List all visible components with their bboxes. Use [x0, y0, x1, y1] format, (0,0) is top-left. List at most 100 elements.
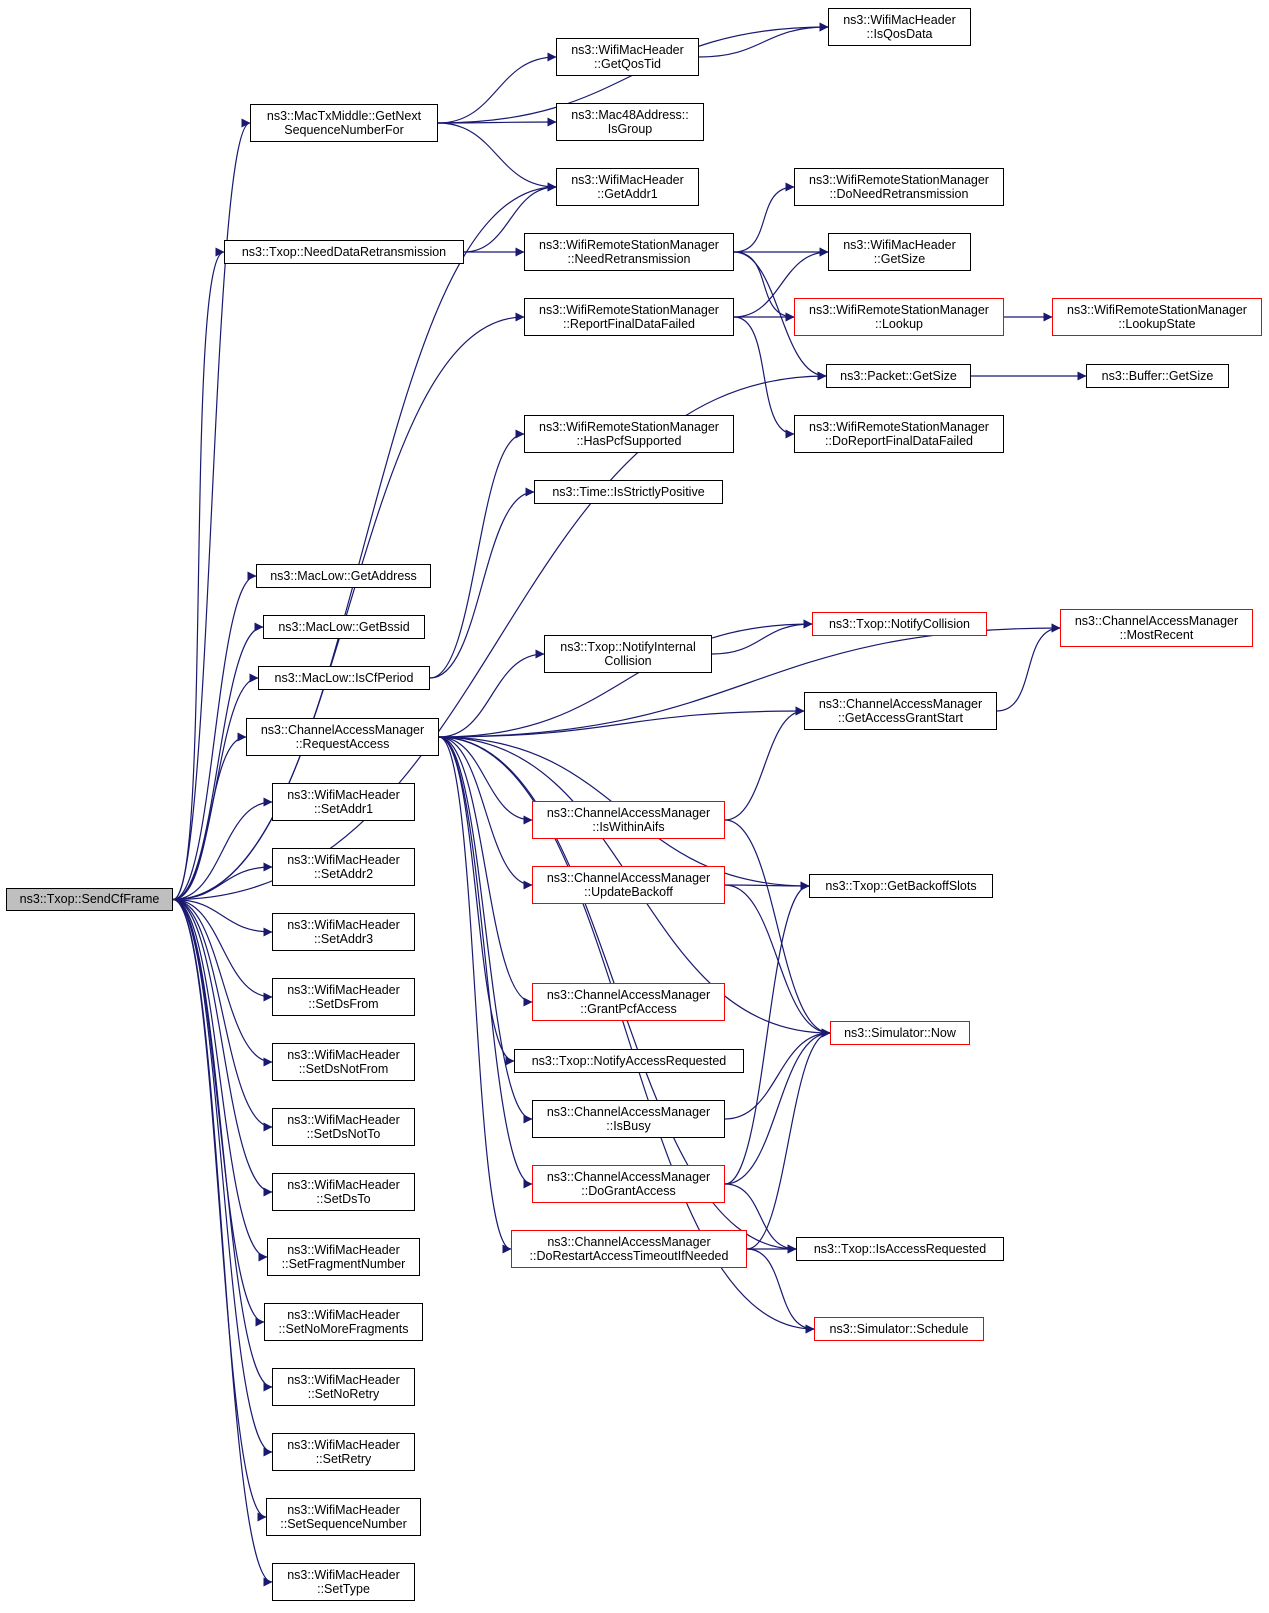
node-wifimacheader-setretry[interactable]: ns3::WifiMacHeader::SetRetry — [272, 1433, 415, 1471]
node-wifiremotestationmanager-lookupstate[interactable]: ns3::WifiRemoteStationManager::LookupSta… — [1052, 298, 1262, 336]
node-txop-isaccessrequested[interactable]: ns3::Txop::IsAccessRequested — [796, 1237, 1004, 1261]
edge-dogrant-to-getbackoff — [724, 881, 810, 1185]
node-channelaccessmanager-dograntaccess[interactable]: ns3::ChannelAccessManager::DoGrantAccess — [532, 1165, 725, 1203]
edge-reqaccess-to-getaccgs — [438, 706, 805, 738]
node-wifiremotestationmanager-reportfinaldatafailed[interactable]: ns3::WifiRemoteStationManager::ReportFin… — [524, 298, 734, 336]
edge-reqaccess-to-isbusy — [438, 736, 533, 1124]
node-wifimacheader-settype[interactable]: ns3::WifiMacHeader::SetType — [272, 1563, 415, 1601]
node-wifimacheader-getaddr1[interactable]: ns3::WifiMacHeader::GetAddr1 — [556, 168, 699, 206]
node-wifimacheader-setnoretry[interactable]: ns3::WifiMacHeader::SetNoRetry — [272, 1368, 415, 1406]
edge-root-to-setretry — [172, 898, 273, 1457]
edge-needdataretx-to-getaddr1 — [463, 182, 557, 253]
node-txop-notifyaccessrequested[interactable]: ns3::Txop::NotifyAccessRequested — [514, 1049, 744, 1073]
node-wifimacheader-setaddr1[interactable]: ns3::WifiMacHeader::SetAddr1 — [272, 783, 415, 821]
edge-needretx-to-pktgetsize — [733, 251, 827, 381]
node-maclow-getbssid[interactable]: ns3::MacLow::GetBssid — [263, 615, 425, 639]
edge-rfdf-to-hdrgetsize — [733, 247, 829, 318]
node-channelaccessmanager-isbusy[interactable]: ns3::ChannelAccessManager::IsBusy — [532, 1100, 725, 1138]
node-wifimacheader-setdsnotto[interactable]: ns3::WifiMacHeader::SetDsNotTo — [272, 1108, 415, 1146]
node-maclow-getaddress[interactable]: ns3::MacLow::GetAddress — [256, 564, 431, 588]
node-wifiremotestationmanager-doneedretransmission[interactable]: ns3::WifiRemoteStationManager::DoNeedRet… — [794, 168, 1004, 206]
node-wifimacheader-setfragmentnumber[interactable]: ns3::WifiMacHeader::SetFragmentNumber — [267, 1238, 420, 1276]
node-channelaccessmanager-grantpcfaccess[interactable]: ns3::ChannelAccessManager::GrantPcfAcces… — [532, 983, 725, 1021]
node-channelaccessmanager-requestaccess[interactable]: ns3::ChannelAccessManager::RequestAccess — [246, 718, 439, 756]
edge-gnsn-to-isgroup — [437, 117, 557, 127]
node-wifimacheader-setsequencenumber[interactable]: ns3::WifiMacHeader::SetSequenceNumber — [266, 1498, 421, 1536]
edge-root-to-setnoretry — [172, 898, 273, 1392]
edge-dogrant-to-isaccreq — [724, 1183, 797, 1254]
edge-dorestart-to-schedule — [746, 1248, 815, 1334]
node-wifimacheader-getsize[interactable]: ns3::WifiMacHeader::GetSize — [828, 233, 971, 271]
edge-reqaccess-to-dorestart — [438, 736, 512, 1254]
edge-reqaccess-to-dogrant — [438, 736, 533, 1189]
edge-root-to-setnomore — [172, 898, 265, 1327]
edge-gnsn-to-getaddr1 — [437, 122, 557, 192]
edge-root-to-setdsnotfrom — [172, 898, 273, 1067]
node-wifiremotestationmanager-lookup[interactable]: ns3::WifiRemoteStationManager::Lookup — [794, 298, 1004, 336]
edge-updbackoff-to-getbackoff — [724, 881, 810, 891]
node-wifimacheader-setdsto[interactable]: ns3::WifiMacHeader::SetDsTo — [272, 1173, 415, 1211]
edge-iscfperiod-to-strictpos — [429, 487, 535, 679]
edge-root-to-setdsfrom — [172, 898, 273, 1002]
edge-getaccgs-to-mostrecent — [996, 623, 1061, 712]
node-simulator-now[interactable]: ns3::Simulator::Now — [830, 1021, 970, 1045]
edge-dorestart-to-now — [746, 1028, 831, 1250]
node-wifiremotestationmanager-haspcfsupported[interactable]: ns3::WifiRemoteStationManager::HasPcfSup… — [524, 415, 734, 453]
node-wifimacheader-setnomorefragments[interactable]: ns3::WifiMacHeader::SetNoMoreFragments — [264, 1303, 423, 1341]
node-maclow-iscfperiod[interactable]: ns3::MacLow::IsCfPeriod — [258, 666, 430, 690]
edge-updbackoff-to-now — [724, 884, 831, 1038]
node-simulator-schedule[interactable]: ns3::Simulator::Schedule — [814, 1317, 984, 1341]
edge-reqaccess-to-iswithin — [438, 736, 533, 825]
node-channelaccessmanager-mostrecent[interactable]: ns3::ChannelAccessManager::MostRecent — [1060, 609, 1253, 647]
node-txop-getbackoffslots[interactable]: ns3::Txop::GetBackoffSlots — [809, 874, 993, 898]
node-txop-sendcfframe: ns3::Txop::SendCfFrame — [6, 888, 173, 911]
node-buffer-getsize[interactable]: ns3::Buffer::GetSize — [1086, 364, 1229, 388]
node-wifimacheader-getqostid[interactable]: ns3::WifiMacHeader::GetQosTid — [556, 38, 699, 76]
edge-iswithin-to-getaccgs — [724, 706, 805, 821]
edge-dogrant-to-now — [724, 1028, 831, 1185]
edge-root-to-setdsnotto — [172, 898, 273, 1132]
edge-iswithin-to-now — [724, 819, 831, 1038]
edge-getqostid-to-isqosdata — [698, 22, 829, 58]
node-channelaccessmanager-dorestartaccesstimeoutifneeded[interactable]: ns3::ChannelAccessManager::DoRestartAcce… — [511, 1230, 747, 1268]
node-wifimacheader-setdsnotfrom[interactable]: ns3::WifiMacHeader::SetDsNotFrom — [272, 1043, 415, 1081]
edge-reqaccess-to-updbackoff — [438, 736, 533, 890]
edge-gnsn-to-getqostid — [437, 52, 557, 124]
node-time-isstrictlypositive[interactable]: ns3::Time::IsStrictlyPositive — [534, 480, 723, 504]
edge-notifyint-to-notifycoll — [711, 619, 813, 655]
node-wifimacheader-setaddr3[interactable]: ns3::WifiMacHeader::SetAddr3 — [272, 913, 415, 951]
edge-reqaccess-to-notifyint — [438, 649, 545, 738]
edge-root-to-rfdf — [172, 312, 525, 901]
edge-root-to-getbssid — [172, 622, 264, 901]
node-mac48address-isgroup[interactable]: ns3::Mac48Address::IsGroup — [556, 103, 704, 141]
edge-isbusy-to-now — [724, 1028, 831, 1120]
node-wifiremotestationmanager-doreportfinaldatafailed[interactable]: ns3::WifiRemoteStationManager::DoReportF… — [794, 415, 1004, 453]
edge-root-to-setaddr1 — [172, 797, 273, 901]
node-wifimacheader-setdsfrom[interactable]: ns3::WifiMacHeader::SetDsFrom — [272, 978, 415, 1016]
node-txop-notifycollision[interactable]: ns3::Txop::NotifyCollision — [812, 612, 987, 636]
edge-needretx-to-doneedretx — [733, 182, 795, 253]
node-channelaccessmanager-iswithinaifs[interactable]: ns3::ChannelAccessManager::IsWithinAifs — [532, 801, 725, 839]
edge-root-to-settype — [172, 898, 273, 1587]
node-channelaccessmanager-updatebackoff[interactable]: ns3::ChannelAccessManager::UpdateBackoff — [532, 866, 725, 904]
node-wifimacheader-isqosdata[interactable]: ns3::WifiMacHeader::IsQosData — [828, 8, 971, 46]
edge-rfdf-to-dorfdf — [733, 316, 795, 439]
node-packet-getsize[interactable]: ns3::Packet::GetSize — [826, 364, 971, 388]
edge-reqaccess-to-notifycoll — [438, 619, 813, 738]
edge-iscfperiod-to-haspcf — [429, 429, 525, 679]
edge-root-to-setseq — [172, 898, 267, 1522]
node-wifimacheader-setaddr2[interactable]: ns3::WifiMacHeader::SetAddr2 — [272, 848, 415, 886]
edge-root-to-setaddr2 — [172, 862, 273, 901]
edge-reqaccess-to-schedule — [438, 736, 815, 1334]
node-txop-needdataretransmission[interactable]: ns3::Txop::NeedDataRetransmission — [224, 240, 464, 264]
edge-root-to-setfrag — [172, 898, 268, 1262]
edge-root-to-getaddress — [172, 571, 257, 901]
node-channelaccessmanager-getaccessgrantstart[interactable]: ns3::ChannelAccessManager::GetAccessGran… — [804, 692, 997, 730]
edge-root-to-reqaccess — [172, 732, 247, 901]
node-wifiremotestationmanager-needretransmission[interactable]: ns3::WifiRemoteStationManager::NeedRetra… — [524, 233, 734, 271]
edge-root-to-needdataretx — [172, 247, 225, 901]
